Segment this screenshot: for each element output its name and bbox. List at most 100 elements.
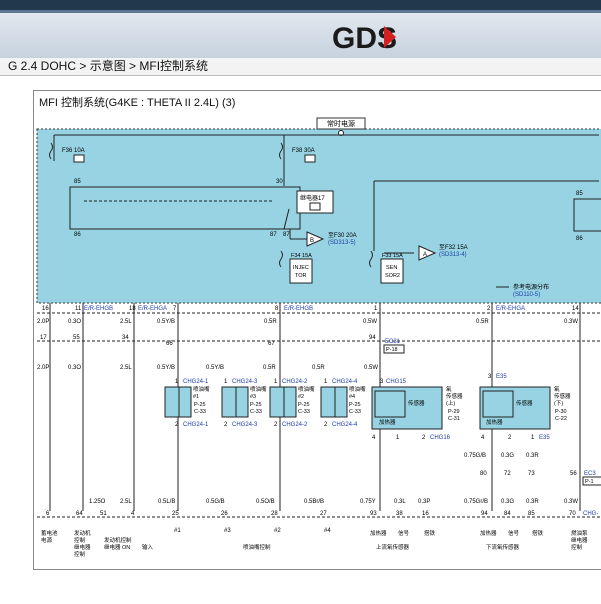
injector-1-line2: #1	[193, 394, 199, 400]
o2-upper-pin4: 4	[372, 435, 376, 441]
ecm-top-pin-11: 11	[75, 306, 82, 312]
bottom-wire-13: 0.3W	[564, 499, 578, 505]
injector-1-conn: CHG24-1	[183, 379, 209, 385]
o2-lower-sensor: 传感器	[516, 399, 533, 407]
relay-switch-contact	[283, 208, 290, 230]
relay-pin-85a: 85	[74, 179, 81, 185]
bottom-wire-6: 0.5Br/B	[304, 499, 324, 505]
relay17-label: 继电器17	[300, 194, 325, 202]
bottom-pin-16: 16	[422, 511, 429, 517]
ecm-top-pin-7: 7	[173, 306, 177, 312]
injector-1-ref1: P-25	[194, 402, 206, 408]
mid-pins: 17 55 34 66 67 94	[40, 335, 376, 347]
gds-logo: GDS	[332, 22, 397, 54]
ecm-label-2b: 控制	[74, 536, 86, 544]
wire-label-5: 0.5R	[264, 319, 277, 325]
lower-wire-2: 0.3G	[501, 453, 514, 459]
bottom-wire-3: 0.5L/B	[158, 499, 175, 505]
o2-upper-conn-top: CHG15	[386, 379, 407, 385]
injector-4-pin-bot: 2	[324, 422, 328, 428]
lower-wire-3: 0.3R	[526, 453, 539, 459]
wire-label-7: 0.5R	[476, 319, 489, 325]
mid-pin-66: 66	[166, 341, 173, 347]
o2-sensor-upper: 加热器 传感器 CHG15 3 氧 传感器 (上) P-29 C-31 4 1 …	[371, 379, 463, 441]
breadcrumb-text: G 2.4 DOHC > 示意图 > MFI控制系统	[8, 59, 209, 73]
bottom-wire-2: 2.5L	[120, 499, 132, 505]
injector-1-ref2: C-33	[194, 409, 206, 415]
bottom-pin-38: 38	[396, 511, 403, 517]
injector-1-line1: 喷油嘴	[193, 385, 210, 393]
fuse-f38-symbol	[279, 142, 283, 160]
row2-wire-2: 0.3O	[68, 365, 81, 371]
ecm-label-up: 上流氧传感器	[376, 543, 410, 551]
bottom-wire-4: 0.5G/B	[206, 499, 225, 505]
wire-label-3: 2.5L	[120, 319, 132, 325]
o2-lower-line2: 传感器	[554, 392, 571, 400]
row2-wire-6: 0.5R	[263, 365, 276, 371]
bottom-pin-70: 70	[569, 511, 576, 517]
sensor-fuse-box	[380, 258, 404, 284]
power-label: 常时电源	[327, 119, 355, 128]
ref-power-sheet: (SD110-5)	[513, 292, 540, 298]
ecm-label-r3: 控制	[571, 543, 583, 551]
injector-1-pin-top: 1	[175, 379, 179, 385]
ecm-label-sig1: 信号	[398, 529, 410, 537]
bottom-wire-11: 0.3G	[501, 499, 514, 505]
relay-pin-85b: 85	[576, 191, 583, 197]
injector-4: CHG24-4 喷油嘴 #4 P-25 C-33 1 2 CHG24-4	[320, 379, 366, 428]
bottom-pin-84: 84	[504, 511, 511, 517]
ecm-label-gnd2: 搭铁	[532, 529, 544, 537]
ecm-label-2d: 控制	[74, 550, 86, 558]
sensor-fuse-line2: SOR2	[385, 273, 400, 279]
o2-lower-ref1: P-30	[555, 409, 567, 415]
header-stripe	[0, 0, 601, 10]
injector-2-conn-b: CHG24-2	[282, 422, 308, 428]
ref-b-sheet: (SD313-5)	[328, 240, 356, 246]
injector-3-line2: #3	[250, 394, 256, 400]
ecm-function-labels: 蓄电池 电源 发动机 控制 继电器 控制 发动机控制 继电器 ON 输入 喷油嘴…	[41, 529, 588, 558]
injector-3-ref2: C-33	[250, 409, 262, 415]
bottom-pin-28: 28	[271, 511, 278, 517]
bottom-wire-10: 0.75Gr/B	[464, 499, 488, 505]
ecm-label-heat1: 加热器	[370, 529, 387, 537]
ecm-label-r2: 继电器	[571, 536, 588, 544]
row2-wire-3: 2.5L	[120, 365, 132, 371]
ref-a-fuse: 至F32 15A	[439, 244, 468, 251]
injector-2-ref1: P-25	[298, 402, 310, 408]
right-relay-box	[573, 198, 601, 232]
ecm-label-down: 下流氧传感器	[486, 543, 520, 551]
ref-b-arrow	[306, 231, 325, 247]
ecm-top-pin-1: 1	[374, 306, 378, 312]
injector-4-conn-b: CHG24-4	[332, 422, 358, 428]
injector-fuse-line1: INJEC	[293, 265, 309, 271]
logo-accent-shape	[384, 26, 396, 48]
ecm-top-pin-8: 8	[275, 306, 279, 312]
ecm-label-sig2: 信号	[508, 529, 520, 537]
relay-pin-30: 30	[276, 179, 283, 185]
wire-label-6: 0.5W	[363, 319, 377, 325]
fuse-f38-icon	[304, 154, 316, 163]
breadcrumb: G 2.4 DOHC > 示意图 > MFI控制系统	[0, 58, 601, 76]
diagram-canvas: 常时电源 F36 10A F38 30A 85 86 30 87 87 继电器1…	[36, 117, 601, 558]
bottom-wire-12: 0.3R	[526, 499, 539, 505]
ecm-label-3a: 发动机控制	[104, 536, 132, 544]
ec3-label: EC3	[584, 471, 596, 477]
wire-label-2: 0.3O	[68, 319, 81, 325]
mid-pin-17: 17	[40, 335, 47, 341]
wire-label-4: 0.5Y/B	[157, 319, 175, 325]
injector-4-ref2: C-33	[349, 409, 361, 415]
injector-fuse-line2: TOR	[295, 273, 307, 279]
ecm-label-3c: 输入	[142, 543, 154, 551]
row2-wire-5: 0.5Y/B	[206, 365, 224, 371]
o2-lower-pin3: 3	[488, 374, 492, 380]
o2-upper-pin1: 1	[396, 435, 400, 441]
bottom-wire-8: 0.3L	[394, 499, 406, 505]
fuse-f33-symbol	[369, 250, 373, 268]
wiring-diagram: MFI 控制系统(G4KE : THETA II 2.4L) (3) 常时电源 …	[33, 90, 601, 570]
injector-4-conn: CHG24-4	[332, 379, 358, 385]
mid-pin-67: 67	[268, 341, 275, 347]
ecm-top-pin-2: 2	[487, 306, 491, 312]
o2-lower-ref2: C-22	[555, 416, 567, 422]
relay-pin-87b: 87	[283, 232, 290, 238]
o2-upper-pin2: 2	[422, 435, 426, 441]
